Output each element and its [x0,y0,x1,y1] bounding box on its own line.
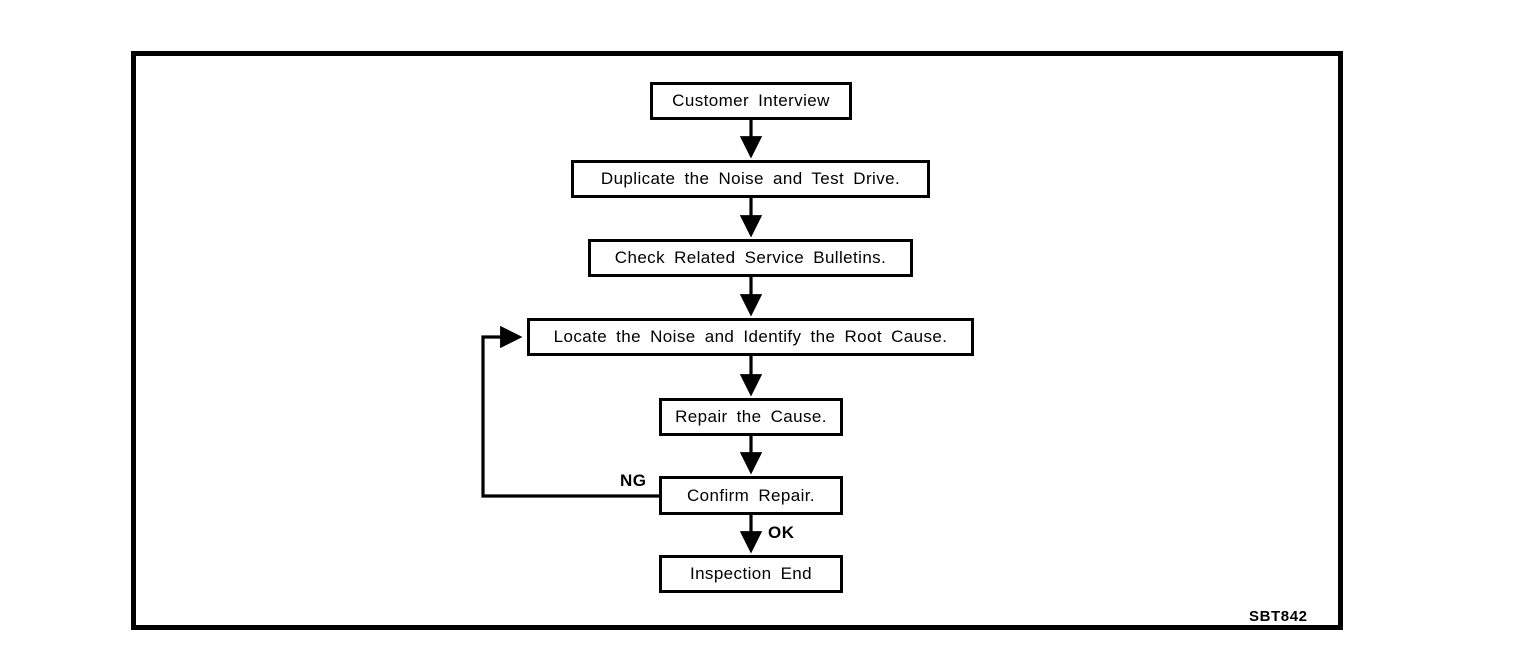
node-confirm-repair[interactable]: Confirm Repair. [659,476,843,515]
node-check-bulletins-label: Check Related Service Bulletins. [614,248,887,267]
node-repair-cause-label: Repair the Cause. [675,407,827,426]
edge-label-ok: OK [768,523,795,542]
node-customer-interview-label: Customer Interview [672,91,830,110]
node-inspection-end[interactable]: Inspection End [659,555,843,593]
node-customer-interview[interactable]: Customer Interview [650,82,852,120]
node-repair-cause[interactable]: Repair the Cause. [659,398,843,436]
node-confirm-repair-label: Confirm Repair. [686,485,816,505]
node-locate-noise-label: Locate the Noise and Identify the Root C… [553,327,948,346]
node-duplicate-noise-label: Duplicate the Noise and Test Drive. [600,169,901,188]
figure-code: SBT842 [1249,608,1308,625]
edge-label-ng: NG [620,471,647,490]
node-locate-noise[interactable]: Locate the Noise and Identify the Root C… [527,318,974,356]
node-duplicate-noise[interactable]: Duplicate the Noise and Test Drive. [571,160,930,198]
node-inspection-end-label: Inspection End [689,564,813,583]
node-check-bulletins[interactable]: Check Related Service Bulletins. [588,239,913,277]
